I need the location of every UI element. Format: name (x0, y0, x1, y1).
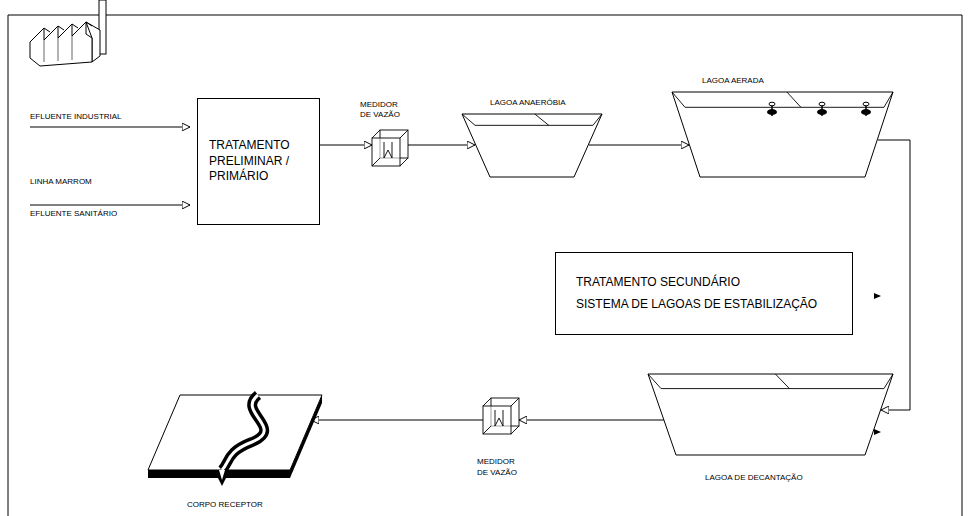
inflow-arrow (30, 205, 190, 206)
stage-box: TRATAMENTO SECUNDÁRIOSISTEMA DE LAGOAS D… (555, 252, 853, 335)
box-text: SISTEMA DE LAGOAS DE ESTABILIZAÇÃO (576, 294, 842, 316)
box-text: TRATAMENTO PRELIMINAR / PRIMÁRIO (209, 138, 311, 185)
shape-label: MEDIDOR DE VAZÃO (360, 100, 404, 121)
receiving-water-shape (140, 388, 340, 512)
flow-connector (320, 145, 372, 146)
flow-connector (311, 420, 483, 421)
lagoon-shape (455, 95, 605, 180)
shape-label: LAGOA AERADA (702, 76, 895, 86)
aerated-lagoon-shape (670, 72, 895, 178)
flow-connector (589, 145, 689, 146)
settling-lagoon-shape (645, 365, 897, 486)
flow-label: LINHA MARROM (30, 177, 92, 187)
process-box: TRATAMENTO PRELIMINAR / PRIMÁRIO (197, 98, 320, 225)
flow-connector (519, 420, 664, 421)
flow-meter: MEDIDOR DE VAZÃO (465, 390, 537, 480)
shape-label: CORPO RECEPTOR (187, 500, 340, 510)
receiving-water: CORPO RECEPTOR (140, 388, 340, 512)
inflow-arrow (30, 127, 190, 128)
flow-label: EFLUENTE SANITÁRIO (30, 209, 117, 219)
flow-label: EFLUENTE INDUSTRIAL (30, 112, 122, 122)
aerated-lagoon: LAGOA AERADA (670, 72, 895, 178)
flow-meter-shape (465, 390, 537, 480)
frame (8, 15, 962, 516)
shape-label: MEDIDOR DE VAZÃO (477, 457, 521, 478)
shape-label: LAGOA DE DECANTAÇÃO (705, 473, 897, 483)
settling-lagoon: LAGOA DE DECANTAÇÃO (645, 365, 897, 486)
box-text: TRATAMENTO SECUNDÁRIO (576, 272, 842, 294)
shape-label: LAGOA ANAERÓBIA (490, 98, 605, 108)
lagoon: LAGOA ANAERÓBIA (455, 95, 605, 180)
flow-connector (878, 140, 910, 410)
factory-icon (30, 0, 106, 66)
flow-meter: MEDIDOR DE VAZÃO (350, 98, 420, 173)
flow-connector (408, 145, 475, 146)
flow-meter-shape (350, 98, 420, 173)
